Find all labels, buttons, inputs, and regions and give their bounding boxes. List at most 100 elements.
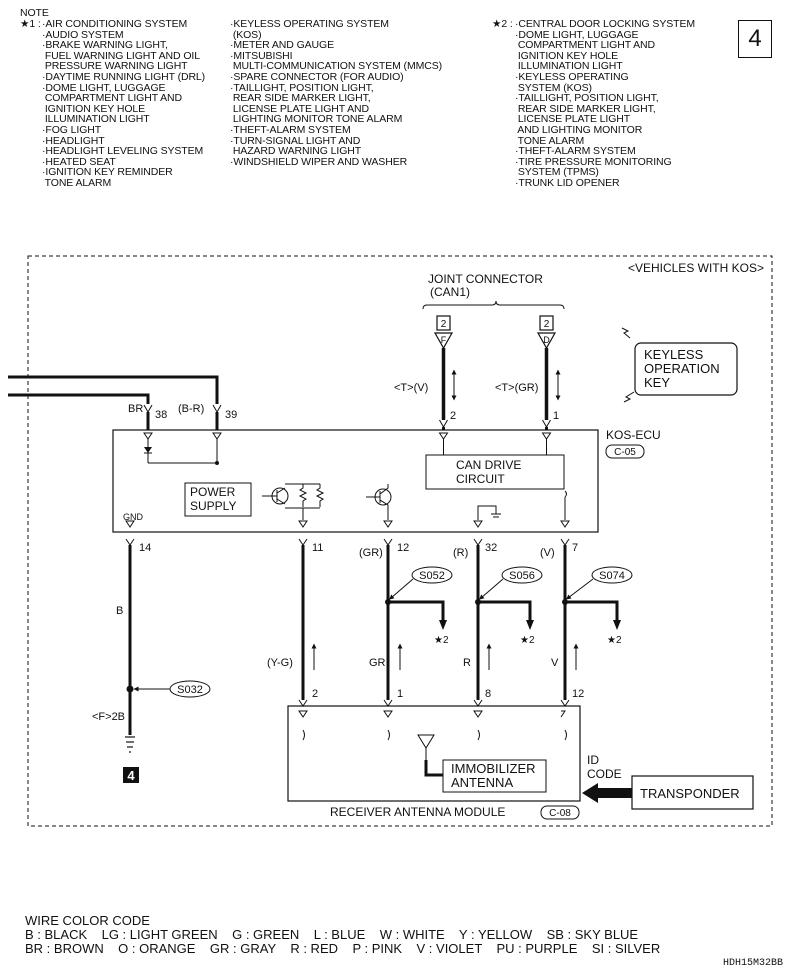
pin-7: 7 [572, 542, 578, 554]
ground-point-box [123, 767, 139, 783]
note-line: ·HEATED SEAT [42, 155, 116, 168]
note-line: COMPARTMENT LIGHT AND [515, 39, 655, 52]
splice-s074: S074 ★2 [562, 566, 633, 646]
jc-pin-right-label: D [543, 335, 550, 345]
page-number: 4 [738, 20, 772, 58]
jc-num-right: 2 [544, 319, 550, 330]
can-right-pin: 1 [553, 410, 559, 422]
note-line: ·THEFT-ALARM SYSTEM [230, 123, 351, 136]
note-line: ·DOME LIGHT, LUGGAGE [42, 81, 166, 94]
kos-ecu-box [112, 429, 599, 533]
note-line: COMPARTMENT LIGHT AND [42, 92, 182, 105]
can-left-label: <T>(V) [394, 382, 428, 394]
ground-connector-label: <F>2B [92, 711, 125, 723]
splice-s052: S052 ★2 [385, 566, 453, 646]
pin-12: 12 [397, 542, 409, 554]
note-mark-2: ★2 : [492, 18, 513, 30]
note-heading: NOTE [20, 7, 49, 19]
splice-s052-label: S052 [419, 570, 445, 582]
note-column-1: ·AIR CONDITIONING SYSTEM·AUDIO SYSTEM·BR… [42, 19, 205, 189]
power-supply-line2: SUPPLY [190, 499, 236, 513]
note-line: TONE ALARM [515, 134, 585, 147]
jc-pin-right [536, 332, 557, 350]
wire-color-code-line2: BR : BROWN O : ORANGE GR : GRAY R : RED … [25, 941, 661, 956]
rx-pin-8: 8 [485, 688, 491, 700]
ground-symbol [125, 736, 135, 753]
id-code-line1: ID [587, 753, 599, 767]
receiver-connector [540, 805, 580, 820]
note-line: ·KEYLESS OPERATING [515, 70, 629, 83]
kos-ecu-connector [605, 444, 645, 459]
note-line: ·DOME LIGHT, LUGGAGE [515, 28, 639, 41]
ground-point-number: 4 [127, 768, 135, 783]
note-column-3: ·CENTRAL DOOR LOCKING SYSTEM·DOME LIGHT,… [515, 19, 695, 189]
note-column-2: ·KEYLESS OPERATING SYSTEM (KOS)·METER AN… [230, 19, 442, 167]
joint-connector-brace [422, 300, 565, 310]
note-line: SYSTEM (TPMS) [515, 166, 599, 179]
note-line: SYSTEM (KOS) [515, 81, 592, 94]
kos-ecu-connector-label: C-05 [614, 447, 636, 458]
joint-connector-label: JOINT CONNECTOR [428, 272, 543, 286]
note-line: ILLUMINATION LIGHT [515, 60, 623, 73]
kos-ecu-label: KOS-ECU [606, 428, 661, 442]
keyless-operation-key [634, 342, 738, 396]
rx-pin-1: 1 [397, 688, 403, 700]
note-line: ILLUMINATION LIGHT [42, 113, 150, 126]
jc-box-right [539, 315, 554, 331]
note-line: MULTI-COMMUNICATION SYSTEM (MMCS) [230, 60, 443, 73]
jc-pin-left [433, 332, 454, 350]
note-line: IGNITION KEY HOLE [42, 102, 146, 115]
can-drive-line1: CAN DRIVE [456, 458, 521, 472]
wire-color-code-line1: B : BLACK LG : LIGHT GREEN G : GREEN L :… [25, 927, 639, 942]
star2-s056: ★2 [520, 635, 535, 646]
splice-s056: S056 ★2 [475, 566, 543, 646]
note-line: (KOS) [230, 28, 262, 41]
note-line: ·SPARE CONNECTOR (FOR AUDIO) [230, 70, 404, 83]
immobilizer-line2: ANTENNA [451, 775, 513, 790]
wire-label-v: V [551, 657, 559, 669]
radio-wave-icon [621, 327, 635, 403]
id-code-line2: CODE [587, 767, 622, 781]
can-drive-circuit-box [425, 454, 565, 490]
splice-s074-label: S074 [599, 570, 625, 582]
transponder-label: TRANSPONDER [640, 786, 740, 801]
star2-s052: ★2 [434, 635, 449, 646]
wire-label-b: B [116, 605, 123, 617]
transistor-pin12 [366, 484, 392, 520]
can-right-label: <T>(GR) [495, 382, 538, 394]
note-line: ·BRAKE WARNING LIGHT, [42, 39, 168, 52]
note-line: ·KEYLESS OPERATING SYSTEM [230, 18, 389, 30]
keyless-key-line3: KEY [644, 375, 670, 390]
note-line: PRESSURE WARNING LIGHT [42, 60, 188, 73]
wire-b-r [8, 375, 219, 404]
pin-32: 32 [485, 542, 497, 554]
note-line: REAR SIDE MARKER LIGHT, [515, 102, 656, 115]
jc-num-left: 2 [441, 319, 447, 330]
power-supply-box [184, 482, 252, 517]
note-line: ·CENTRAL DOOR LOCKING SYSTEM [515, 18, 696, 30]
joint-connector-sub: (CAN1) [430, 285, 470, 299]
note-line: LICENSE PLATE LIGHT [515, 113, 631, 126]
wire-label-gr: GR [369, 657, 386, 669]
note-line: ·HEADLIGHT LEVELING SYSTEM [42, 145, 204, 158]
gnd-label: GND [123, 512, 144, 522]
note-line: ·DAYTIME RUNNING LIGHT (DRL) [42, 70, 206, 83]
rx-pin-12: 12 [572, 688, 584, 700]
note-line: FUEL WARNING LIGHT AND OIL [42, 49, 200, 62]
wire-label-br: BR [128, 403, 143, 415]
note-line: ·MITSUBISHI [230, 49, 293, 62]
immobilizer-antenna-box [442, 759, 547, 793]
rx-pin-2: 2 [312, 688, 318, 700]
jc-box-left [436, 315, 451, 331]
note-line: AND LIGHTING MONITOR [515, 123, 643, 136]
note-line: ·FOG LIGHT [42, 123, 102, 136]
note-line: ·METER AND GAUGE [230, 39, 334, 52]
wire-label-r: R [463, 657, 471, 669]
splice-s032: S032 [126, 680, 211, 698]
note-line: ·AUDIO SYSTEM [42, 28, 124, 41]
receiver-module-label: RECEIVER ANTENNA MODULE [330, 805, 505, 819]
wire-label-y-g: (Y-G) [267, 657, 293, 669]
note-line: ·TURN-SIGNAL LIGHT AND [230, 134, 361, 147]
variant-label: <VEHICLES WITH KOS> [628, 261, 764, 275]
